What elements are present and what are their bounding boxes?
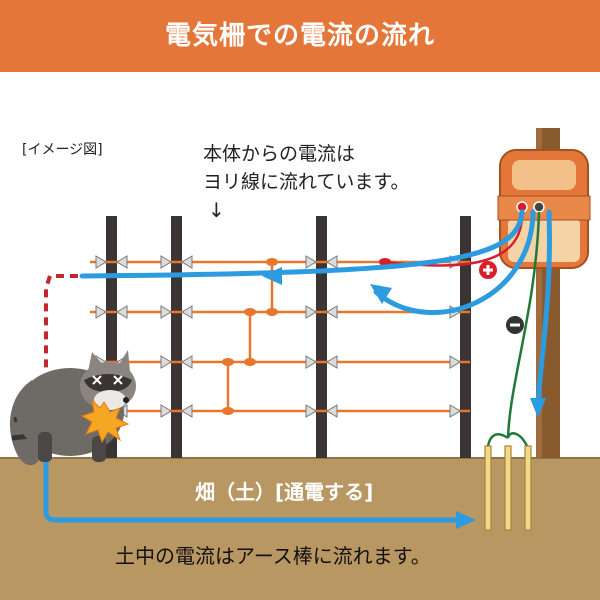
current-arrow-top <box>79 209 525 279</box>
fence-post <box>171 216 182 458</box>
raccoon-icon <box>9 350 136 466</box>
callout-line-2: ヨリ線に流れています。 <box>203 171 410 193</box>
ground-lead <box>506 211 541 439</box>
wire-joints <box>222 258 278 415</box>
current-arrow-soil <box>43 409 463 523</box>
fence-post <box>316 216 327 458</box>
bottom-caption: 土中の電流はアース棒に流れます。 <box>115 544 431 568</box>
field-label: 畑（土）[通電する] <box>195 480 374 504</box>
page-title: 電気柵での電流の流れ <box>164 21 435 51</box>
callout-line-1: 本体からの電流は <box>203 143 356 165</box>
current-flow <box>43 209 552 523</box>
energizer-unit <box>497 149 591 269</box>
current-arrow-down <box>373 209 536 316</box>
earth-rod <box>484 445 492 531</box>
image-label: [イメージ図] <box>22 142 103 158</box>
earth-rod <box>504 445 512 531</box>
fence-post <box>460 216 471 458</box>
fence-wires <box>90 260 470 413</box>
spark-burst-icon <box>80 398 130 444</box>
earth-rod <box>524 445 532 531</box>
fence-posts <box>106 216 471 458</box>
earth-rods <box>484 445 532 531</box>
callout-text: 本体からの電流は ヨリ線に流れています。 <box>203 140 410 196</box>
negative-terminal <box>533 201 545 213</box>
soil <box>0 458 600 600</box>
down-arrow-icon: ↓ <box>208 198 225 222</box>
fence-post <box>106 216 117 458</box>
current-arrow-earth <box>535 209 552 411</box>
title-banner <box>0 0 600 72</box>
current-arrowheads <box>262 267 546 529</box>
leak-path <box>44 274 78 412</box>
